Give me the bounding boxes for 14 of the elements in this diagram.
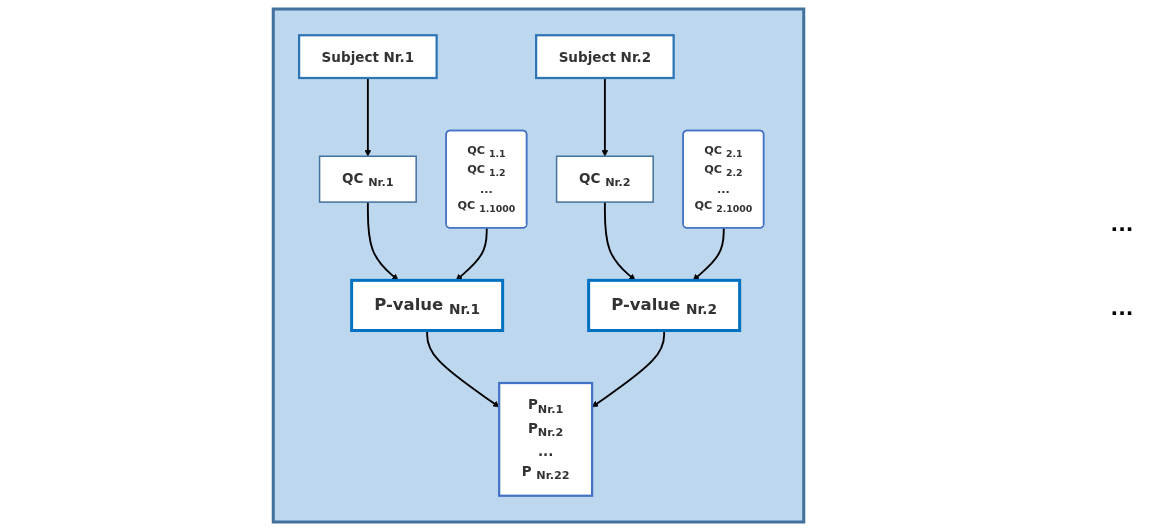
node-box: Subject Nr.1 (298, 34, 438, 80)
ellipsis-text: ... (1110, 211, 1134, 236)
arrow (603, 201, 636, 281)
ellipsis-text: ... (1110, 295, 1134, 320)
node-box: QC $_{Nr.1}$ (318, 155, 417, 203)
arrow (692, 227, 725, 281)
node-box: Subject Nr.2 (535, 34, 675, 80)
node-box: P$_{Nr.1}$ P$_{Nr.2}$ ... P $_{Nr.22}$ (498, 381, 594, 497)
cluster (271, 7, 806, 524)
node-box: P-value $_{Nr.1}$ (350, 278, 505, 332)
node-box: QC $_{Nr.2}$ (555, 155, 654, 203)
node-box: P-value $_{Nr.2}$ (587, 278, 742, 332)
arrow (366, 201, 399, 281)
arrow (455, 227, 488, 281)
